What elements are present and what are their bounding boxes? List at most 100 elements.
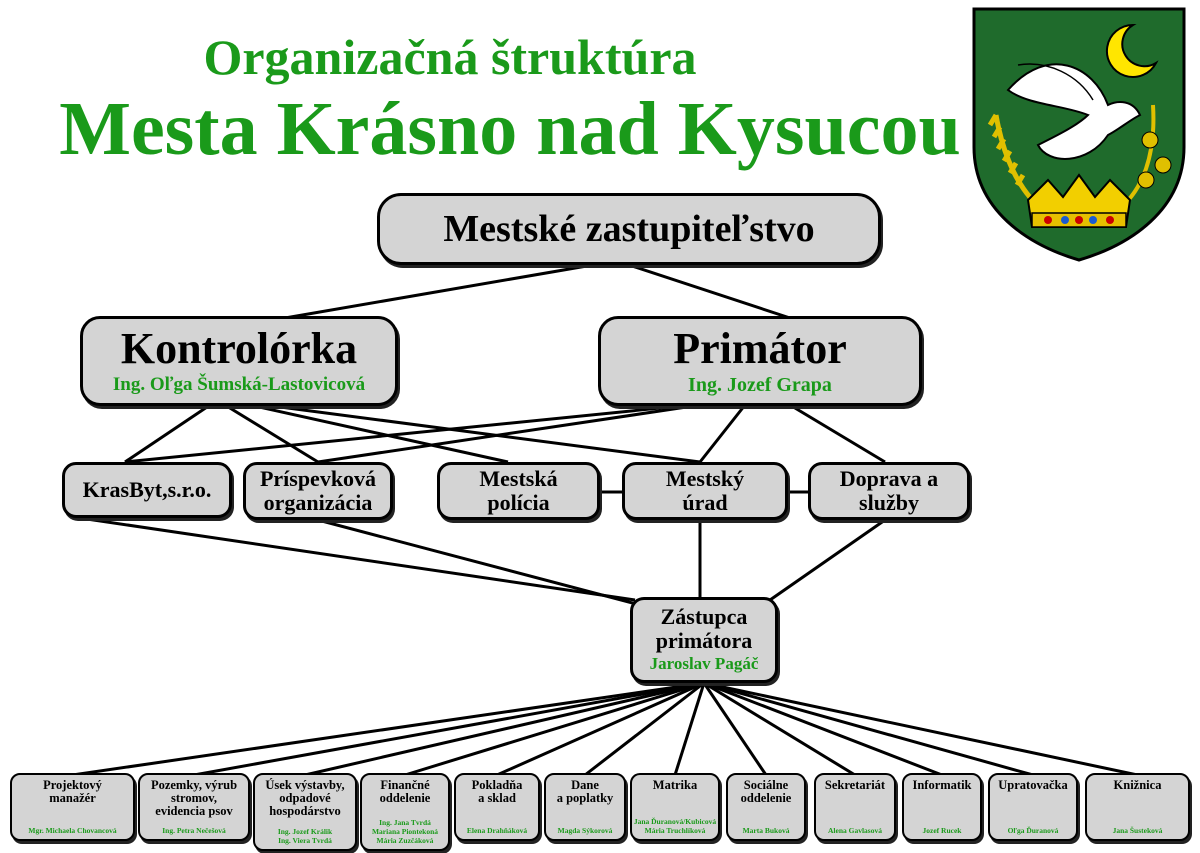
department-people: Jana Šusteková bbox=[1113, 826, 1163, 835]
person-primator: Ing. Jozef Grapa bbox=[688, 374, 832, 396]
box-mestska-policia: Mestská polícia bbox=[437, 462, 600, 520]
label-prispevkova-line2: organizácia bbox=[263, 490, 373, 515]
department-label: Sociálne bbox=[743, 778, 789, 792]
department-label: Pozemky, výrub bbox=[150, 778, 238, 792]
department-person: Ing. Jana Tvrdá bbox=[379, 818, 431, 827]
label-krasbyt: KrasByt,s.r.o. bbox=[82, 477, 212, 502]
department-connector bbox=[703, 681, 856, 777]
department-label: Projektový bbox=[43, 778, 102, 792]
box-primator: Primátor Ing. Jozef Grapa bbox=[598, 316, 922, 406]
title-line-2: Mesta Krásno nad Kysucou bbox=[59, 87, 961, 171]
department-person: Mgr. Michaela Chovancová bbox=[28, 826, 117, 835]
person-zastupca: Jaroslav Pagáč bbox=[649, 654, 759, 673]
department-connector bbox=[703, 681, 1034, 777]
department-label: Pokladňa bbox=[471, 778, 523, 792]
department-label: Knižnica bbox=[1113, 778, 1162, 792]
box-mestske-zastupitelstvo: Mestské zastupiteľstvo bbox=[377, 193, 881, 265]
department-person: Mária Truchlíková bbox=[644, 826, 706, 835]
department-label: stromov, bbox=[171, 791, 217, 805]
department-label: oddelenie bbox=[740, 791, 792, 805]
box-krasbyt: KrasByt,s.r.o. bbox=[62, 462, 232, 518]
department-person: Mariana Piontekoná bbox=[371, 827, 439, 836]
department-connector bbox=[703, 681, 1138, 777]
department-person: Oľga Ďuranová bbox=[1007, 826, 1059, 835]
department-person: Jozef Rucek bbox=[922, 826, 962, 835]
department-person: Ing. Petra Nečešová bbox=[162, 826, 226, 835]
department-connector bbox=[193, 681, 705, 777]
department-label: hospodárstvo bbox=[269, 804, 341, 818]
department-label: Sekretariát bbox=[824, 778, 886, 792]
label-kontrolorka: Kontrolórka bbox=[120, 324, 358, 373]
department-label: odpadové bbox=[279, 791, 331, 805]
department-person: Marta Buková bbox=[742, 826, 790, 835]
department-label: evidencia psov bbox=[155, 804, 233, 818]
department-people: Elena Drahňáková bbox=[467, 826, 527, 835]
department-people: Marta Buková bbox=[743, 826, 790, 835]
label-zastupca-line2: primátora bbox=[655, 628, 753, 653]
department-person: Jana Šusteková bbox=[1112, 826, 1163, 835]
department-connector bbox=[496, 681, 705, 777]
department-people: Ing. Petra Nečešová bbox=[162, 826, 226, 835]
box-kontrolorka: Kontrolórka Ing. Oľga Šumská-Lastovicová bbox=[80, 316, 398, 406]
label-prispevkova-line1: Príspevková bbox=[259, 466, 377, 491]
department-people: Alena Gavlasová bbox=[828, 826, 882, 835]
box-prispevkova-organizacia: Príspevková organizácia bbox=[243, 462, 393, 520]
department-connectors bbox=[72, 681, 1138, 777]
label-policia-line2: polícia bbox=[487, 490, 550, 515]
department-connector bbox=[673, 682, 706, 776]
city-coat-of-arms-icon bbox=[972, 7, 1186, 262]
department-label: Úsek výstavby, bbox=[265, 778, 345, 792]
title-line-1: Organizačná štruktúra bbox=[203, 29, 697, 85]
department-label: Matrika bbox=[652, 778, 698, 792]
department-person: Mária Zuzčáková bbox=[376, 836, 434, 845]
department-label: Finančné bbox=[380, 778, 430, 792]
department-connector bbox=[72, 681, 705, 777]
department-connector bbox=[702, 682, 768, 776]
department-label: Dane bbox=[571, 778, 599, 792]
department-people: Jozef Rucek bbox=[923, 826, 962, 835]
department-people: Magda Sýkorová bbox=[558, 826, 613, 835]
department-connector bbox=[703, 681, 943, 777]
department-label: Informatik bbox=[912, 778, 972, 792]
label-doprava-line1: Doprava a bbox=[839, 466, 939, 491]
department-person: Jana Ďuranová/Kubicová bbox=[633, 817, 717, 826]
label-policia-line1: Mestská bbox=[479, 466, 558, 491]
label-zastupca-line1: Zástupca bbox=[660, 604, 748, 629]
department-people: Mgr. Michaela Chovancová bbox=[28, 826, 116, 835]
department-person: Ing. Viera Tvrdá bbox=[278, 836, 332, 845]
box-doprava-a-sluzby: Doprava a služby bbox=[808, 462, 970, 520]
department-label: oddelenie bbox=[379, 791, 431, 805]
box-mestsky-urad: Mestský úrad bbox=[622, 462, 788, 520]
department-person: Magda Sýkorová bbox=[557, 826, 613, 835]
department-connector bbox=[584, 681, 705, 777]
box-zastupca-primatora: Zástupca primátora Jaroslav Pagáč bbox=[630, 597, 778, 683]
department-person: Ing. Jozef Králik bbox=[277, 827, 333, 836]
label-mestske-zastupitelstvo: Mestské zastupiteľstvo bbox=[443, 208, 815, 250]
department-people: Oľga Ďuranová bbox=[1008, 826, 1059, 835]
department-label: a sklad bbox=[478, 791, 516, 805]
department-connector bbox=[304, 681, 705, 777]
department-label: manažér bbox=[49, 791, 96, 805]
department-connector bbox=[404, 681, 705, 777]
label-primator: Primátor bbox=[673, 324, 847, 373]
person-kontrolorka: Ing. Oľga Šumská-Lastovicová bbox=[112, 374, 366, 395]
label-urad-line2: úrad bbox=[682, 490, 728, 515]
department-label: a poplatky bbox=[556, 791, 614, 805]
department-person: Elena Drahňáková bbox=[466, 826, 528, 835]
